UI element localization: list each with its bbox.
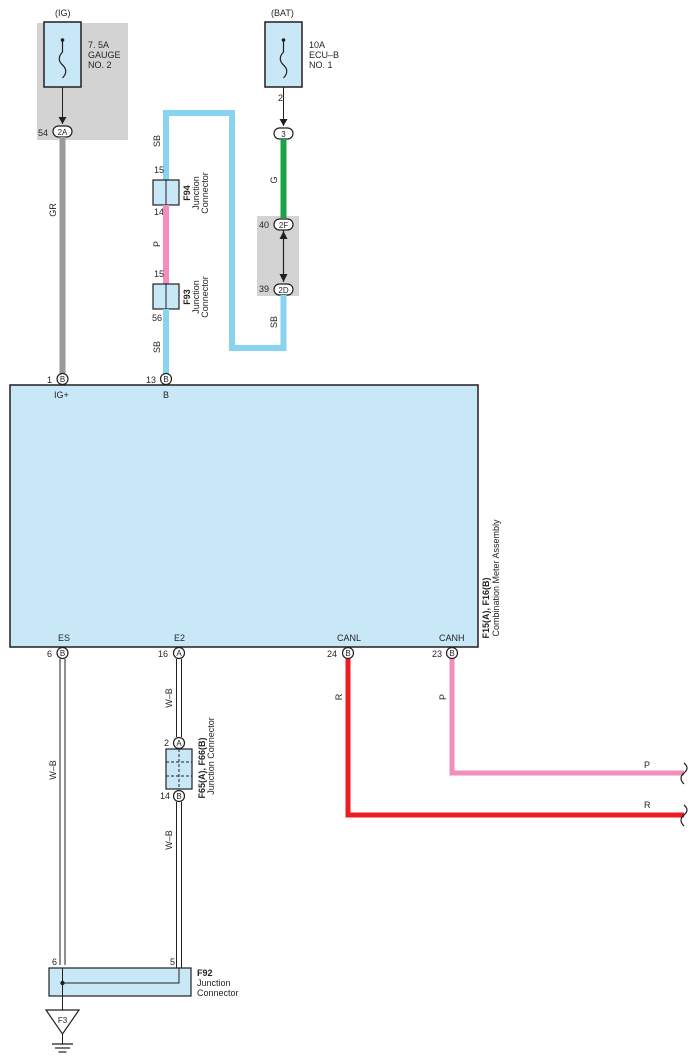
meter-pin-b-num: 13 [146,375,156,385]
sb-wire-label-right: SB [269,316,279,328]
combination-meter-box [9,384,479,648]
meter-pin-b-label: B [163,390,169,400]
f92-internal-link [62,968,180,984]
f65-pin-bottom: 14 [160,791,170,801]
f92-connector [48,967,192,997]
f65-conn-bottom: B [176,792,181,801]
meter-pin-e2-conn: A [176,649,182,658]
f65-name: Junction Connector [206,717,216,795]
f94-line1: Junction [191,176,201,210]
sb-wire-label-top: SB [152,135,162,147]
meter-pin-e2 [172,646,186,660]
meter-pin-canl-conn: B [345,649,350,658]
r-wire-canl [345,659,684,818]
meter-id: F15(A), F16(B) [481,577,491,638]
f94-line2: Connector [200,172,210,214]
jb-conn-top-label: 2F [279,221,288,230]
f92-pin-right: 5 [170,957,175,967]
jb-pin-top: 40 [259,220,269,230]
ig-fuse-name: GAUGE [88,50,121,60]
meter-pin-e2-label: E2 [174,633,185,643]
meter-pin-ig-label: IG+ [54,390,69,400]
p-wire-canh [449,659,684,776]
f94-id: F94 [182,185,192,201]
meter-pin-es-label: ES [58,633,70,643]
meter-pin-es-conn: B [60,649,65,658]
meter-pin-canh [445,646,459,660]
f94-pin-top: 15 [154,165,164,175]
f65-conn-top: A [176,739,182,748]
meter-pin-canh-num: 23 [432,649,442,659]
ig-fuse-rating: 7. 5A [88,40,109,50]
meter-pin-canh-label: CANH [439,633,465,643]
meter-pin-b-conn: B [163,375,168,384]
p-wire-continuation-icon [680,762,688,785]
meter-pin-canl-num: 24 [327,649,337,659]
bat-fuse-symbol-icon [279,40,288,79]
f93-line1: Junction [191,280,201,314]
r-wire-label-vertical: R [334,693,344,700]
bat-fuse-number: NO. 1 [309,60,333,70]
r-wire-label-horizontal: R [644,800,651,810]
meter-pin-b [159,372,173,386]
meter-pin-ig-num: 1 [47,375,52,385]
f93-pin-bottom: 56 [152,313,162,323]
jb-conn-bottom-label: 2D [278,286,288,295]
ground-id: F3 [58,1016,68,1025]
wb-label-e2-lower: W–B [164,830,174,850]
ig-fuse-number: NO. 2 [88,60,112,70]
gr-wire-label: GR [48,203,58,217]
f92-pin-left: 6 [52,957,57,967]
meter-pin-ig-conn: B [60,375,65,384]
bat-source-label: (BAT) [271,8,294,18]
f92-line2: Connector [197,988,239,998]
wb-label-es: W–B [48,760,58,780]
meter-pin-e2-num: 16 [158,649,168,659]
meter-name: Combination Meter Assembly [491,519,501,637]
p-wire-label-vertical: P [438,694,448,700]
bat-fuse-name: ECU–B [309,50,339,60]
bat-fuse-pin: 2 [278,93,283,103]
ig-source-label: (IG) [55,8,71,18]
ground-symbol-icon [52,1034,73,1053]
meter-pin-es-num: 6 [47,649,52,659]
f65-id: F65(A), F66(B) [197,737,207,798]
meter-pin-es [56,646,69,660]
wb-wire-e2-lower [176,802,182,968]
r-wire-continuation-icon [680,804,688,827]
wb-wire-e2-upper [176,659,182,737]
ig-fuse-symbol-icon [58,40,67,79]
ground-triangle-icon [44,1009,81,1036]
meter-pin-canl-label: CANL [337,633,361,643]
wb-label-e2-upper: W–B [164,688,174,708]
meter-pin-canh-conn: B [449,649,454,658]
f93-line2: Connector [200,276,210,318]
f94-pin-bottom: 14 [154,207,164,217]
sb-wire-loop [163,110,287,351]
ig-pin-number: 54 [38,128,48,138]
jb-arrow-down-icon [279,274,288,282]
bat-connector-label: 3 [281,130,286,139]
p-wire-label-top: P [152,241,162,247]
ig-connector-label: 2A [58,128,68,137]
f93-id: F93 [182,289,192,305]
jb-arrow-up-icon [279,231,288,239]
bat-arrow-icon [279,119,288,126]
p-wire-label-horizontal: P [644,760,650,770]
meter-pin-canl [341,646,355,660]
f65-pin-b [172,789,186,803]
ig-arrow-icon [58,117,67,124]
f93-pin-top: 15 [154,269,164,279]
f65-pin-top: 2 [164,738,169,748]
sb-wire-label-bottom: SB [152,341,162,353]
jb-pin-bottom: 39 [259,284,269,294]
f92-line1: Junction [197,978,231,988]
f92-id: F92 [197,968,213,978]
bat-fuse-rating: 10A [309,40,325,50]
wb-wire-es [59,659,66,965]
meter-pin-ig [56,372,69,386]
g-wire-label: G [269,176,279,183]
